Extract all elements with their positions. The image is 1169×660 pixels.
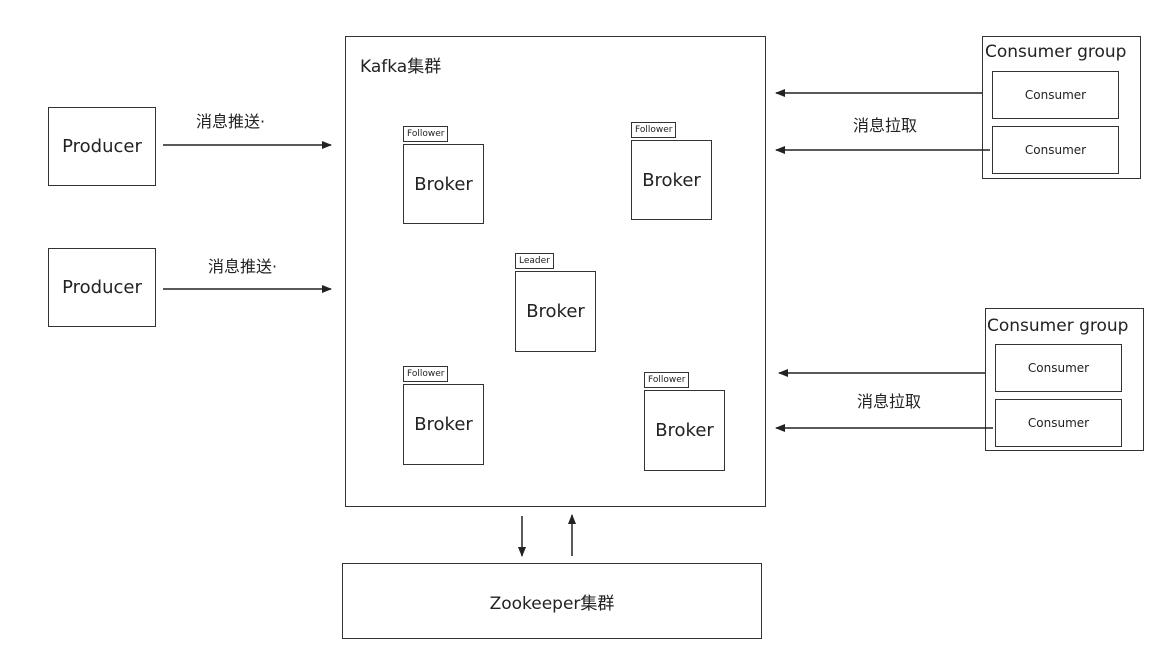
producer-label: Producer	[62, 136, 142, 157]
producer-box-2: Producer	[48, 248, 156, 327]
consumer-box: Consumer	[995, 399, 1122, 447]
broker-role-tag: Follower	[403, 366, 449, 382]
zookeeper-cluster-box: Zookeeper集群	[342, 563, 762, 639]
broker-role-tag: Follower	[403, 126, 449, 142]
broker-label: Broker	[414, 414, 473, 435]
broker-role-tag: Leader	[515, 253, 554, 269]
broker-role-tag: Follower	[644, 372, 690, 388]
push-label-2: 消息推送·	[208, 257, 278, 276]
broker-box: Broker	[403, 384, 484, 465]
consumer-box: Consumer	[992, 126, 1119, 174]
broker-label: Broker	[414, 173, 473, 195]
broker-label: Broker	[526, 301, 585, 322]
consumer-label: Consumer	[1027, 416, 1090, 430]
broker-box: Broker	[631, 140, 712, 220]
broker-box: Broker	[515, 271, 596, 352]
push-label-1: 消息推送·	[196, 112, 266, 131]
pull-label-2: 消息拉取	[857, 392, 922, 411]
consumer-box: Consumer	[992, 71, 1119, 119]
kafka-cluster-title: Kafka集群	[360, 57, 442, 77]
broker-box: Broker	[403, 144, 484, 224]
consumer-label: Consumer	[1024, 143, 1087, 157]
broker-role-tag: Follower	[631, 122, 677, 138]
pull-label-1: 消息拉取	[853, 116, 918, 135]
consumer-box: Consumer	[995, 344, 1122, 392]
consumer-group-title: Consumer group	[987, 316, 1129, 336]
broker-label: Broker	[655, 420, 714, 441]
consumer-group-title: Consumer group	[985, 42, 1127, 62]
producer-box-1: Producer	[48, 107, 156, 186]
consumer-label: Consumer	[1027, 361, 1090, 375]
broker-label: Broker	[642, 169, 701, 191]
consumer-label: Consumer	[1024, 88, 1087, 102]
broker-box: Broker	[644, 390, 725, 471]
producer-label: Producer	[62, 277, 142, 298]
zookeeper-cluster-title: Zookeeper集群	[489, 593, 615, 614]
